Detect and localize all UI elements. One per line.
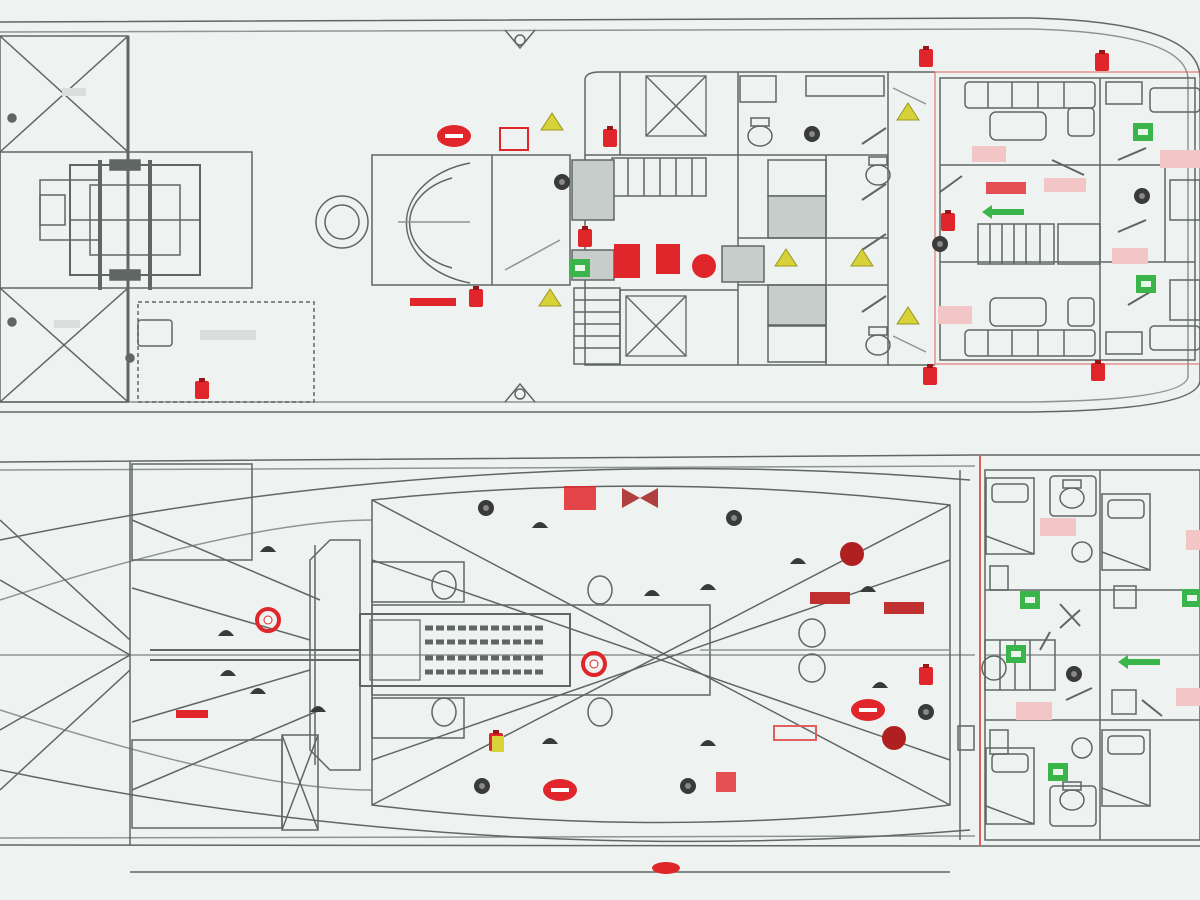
escape-arrow-icon [982, 205, 1024, 219]
fire-extinguisher-icon [1095, 50, 1109, 71]
emergency-exit-icon [1006, 645, 1026, 663]
accommodation-stair [977, 223, 1055, 265]
emergency-exit-icon [1182, 589, 1200, 607]
lower-deck-plan [0, 454, 1200, 847]
emergency-exit-icon [1133, 123, 1153, 141]
lifebuoy-icon [581, 651, 607, 677]
working-deck [315, 154, 571, 286]
fire-extinguisher-icon [603, 126, 617, 147]
fire-extinguisher-icon [1091, 360, 1105, 381]
fire-panel-icon [564, 486, 596, 510]
warning-triangle-icon [896, 306, 920, 325]
lower-deck-safety-symbols [176, 486, 1200, 801]
lower-deck-waterline [0, 465, 976, 839]
emergency-exit-icon [1048, 763, 1068, 781]
fire-pump-icon [692, 254, 716, 278]
vent-icon [220, 670, 236, 676]
warning-triangle-icon [774, 248, 798, 267]
vent-icon [700, 584, 716, 590]
trawl-winch [39, 159, 201, 290]
vent-icon [218, 630, 234, 636]
vent-icon [310, 706, 326, 712]
fire-detector-icon [804, 126, 820, 142]
fire-detector-icon [1066, 666, 1082, 682]
fire-hose-icon [437, 125, 471, 147]
lower-deck-hull-outline [0, 454, 1200, 847]
fire-extinguisher-icon [923, 364, 937, 385]
bunk-icon [985, 477, 1035, 555]
vent-icon [644, 590, 660, 596]
fire-detector-icon [918, 704, 934, 720]
fire-extinguisher-icon [578, 226, 592, 247]
emergency-exit-icon [570, 259, 590, 277]
warning-triangle-icon [540, 112, 564, 131]
hatch-upper [645, 75, 707, 137]
fire-detector-icon [680, 778, 696, 794]
fire-hose-icon [543, 779, 577, 801]
hydrant-icon [656, 244, 680, 274]
forward-accommodation [934, 71, 1200, 365]
upper-deck-bulwark [0, 28, 1189, 403]
vent-icon [260, 546, 276, 552]
emergency-exit-icon [1136, 275, 1156, 293]
warning-triangle-icon [896, 102, 920, 121]
upper-deck-safety-symbols [195, 46, 1156, 399]
toilet-lower [865, 326, 891, 356]
fire-alarm-icon [882, 726, 906, 750]
hatch-lower [625, 295, 687, 357]
fire-panel-icon [499, 127, 529, 151]
vent-icon [250, 688, 266, 694]
escape-arrow-icon [1118, 655, 1160, 669]
fire-detector-icon [474, 778, 490, 794]
fire-detector-icon [726, 510, 742, 526]
fairlead-bottom [504, 382, 536, 403]
fire-detector-icon [932, 236, 948, 252]
toilet-mid [865, 156, 891, 186]
upper-deck-hull-outline [0, 17, 1200, 413]
aft-deck-area [0, 35, 315, 403]
vent-icon [532, 522, 548, 528]
door-swings-upper [861, 127, 1151, 313]
upper-deck-plan [0, 17, 1200, 413]
toilet-upper [747, 117, 773, 147]
vent-icon [790, 558, 806, 564]
damper-icon [622, 488, 658, 508]
fire-detector-icon [554, 174, 570, 190]
fire-detector-icon [478, 500, 494, 516]
fire-alarm-icon [840, 542, 864, 566]
fairlead-top [504, 29, 536, 50]
fire-hose-icon [851, 699, 885, 721]
door-swings-lower [1039, 603, 1163, 717]
vent-icon [872, 682, 888, 688]
emergency-exit-icon [1020, 591, 1040, 609]
fire-extinguisher-icon [195, 378, 209, 399]
bunk-icon [985, 747, 1035, 825]
fire-detector-icon [1134, 188, 1150, 204]
fire-extinguisher-icon [469, 286, 483, 307]
crew-cabins [981, 469, 1200, 841]
fire-extinguisher-icon [919, 664, 933, 685]
fire-extinguisher-icon [941, 210, 955, 231]
stair-down [573, 287, 621, 365]
engine-room [359, 485, 951, 824]
warning-triangle-icon [538, 288, 562, 307]
toilet-cabin [1059, 479, 1085, 509]
warning-triangle-icon [850, 248, 874, 267]
main-engine [359, 613, 571, 687]
bunk-icon [1101, 729, 1151, 807]
deckhouse [571, 71, 891, 366]
hydrant-icon [614, 244, 640, 278]
vent-icon [700, 740, 716, 746]
vent-icon [542, 738, 558, 744]
scale-bar [130, 862, 950, 874]
bunk-icon [1101, 493, 1151, 571]
fire-extinguisher-icon [919, 46, 933, 67]
